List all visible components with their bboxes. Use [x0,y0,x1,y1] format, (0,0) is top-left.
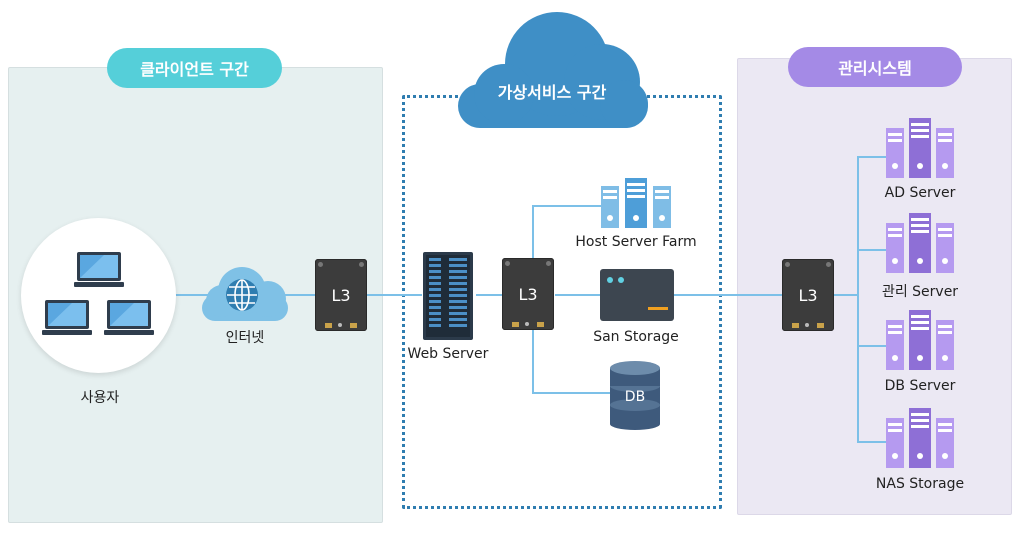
users-label: 사용자 [80,390,120,406]
ad-server-label: AD Server [884,185,956,201]
mgmt-bus-ad [857,156,887,158]
san-storage-label: San Storage [593,329,679,345]
client-zone-title: 클라이언트 구간 [107,48,282,88]
server-cluster-icon [601,178,671,228]
server-rack-icon [423,252,473,340]
mgmt-bus-db [857,345,887,347]
link-users-internet [175,294,225,296]
database-icon [610,361,660,430]
db-server-label: DB Server [884,378,956,394]
link-l3-web [367,294,422,296]
host-server-farm-label: Host Server Farm [575,234,697,250]
web-server-label: Web Server [407,346,489,362]
users-group [21,218,176,373]
server-cluster-icon [886,408,954,468]
server-cluster-icon [886,310,954,370]
storage-icon [600,269,674,321]
link-web-l3 [476,294,503,296]
mgmt-bus-mgmt [857,249,887,251]
mgmt-bus-nas [857,441,887,443]
link-san-l3 [673,294,782,296]
server-cluster-icon [886,213,954,273]
link-branch-host [532,205,602,207]
link-branch-vertical-db [532,330,534,393]
l3-switch-mgmt: L3 [782,259,834,331]
mgmt-bus-vertical [857,156,859,442]
l3-switch-label: L3 [331,286,351,305]
link-l3-san [555,294,600,296]
link-internet-l3 [282,294,316,296]
globe-cloud-icon [202,267,288,321]
mgmt-server-label: 관리 Server [881,284,959,300]
link-branch-db [532,392,612,394]
laptop-icon [104,300,154,335]
link-branch-vertical [532,205,534,259]
laptop-icon [42,300,92,335]
internet-label: 인터넷 [225,330,265,346]
db-label: DB [624,389,646,405]
l3-switch-label: L3 [518,285,538,304]
link-l3-mgmt-bus [834,294,858,296]
l3-switch-label: L3 [798,286,818,305]
cloud-icon [458,12,648,128]
nas-storage-label: NAS Storage [875,476,965,492]
laptop-icon [74,252,124,287]
server-cluster-icon [886,118,954,178]
l3-switch-client: L3 [315,259,367,331]
management-zone-title: 관리시스템 [788,47,962,87]
virtual-zone-title: 가상서비스 구간 [497,83,607,102]
l3-switch-virtual: L3 [502,258,554,330]
